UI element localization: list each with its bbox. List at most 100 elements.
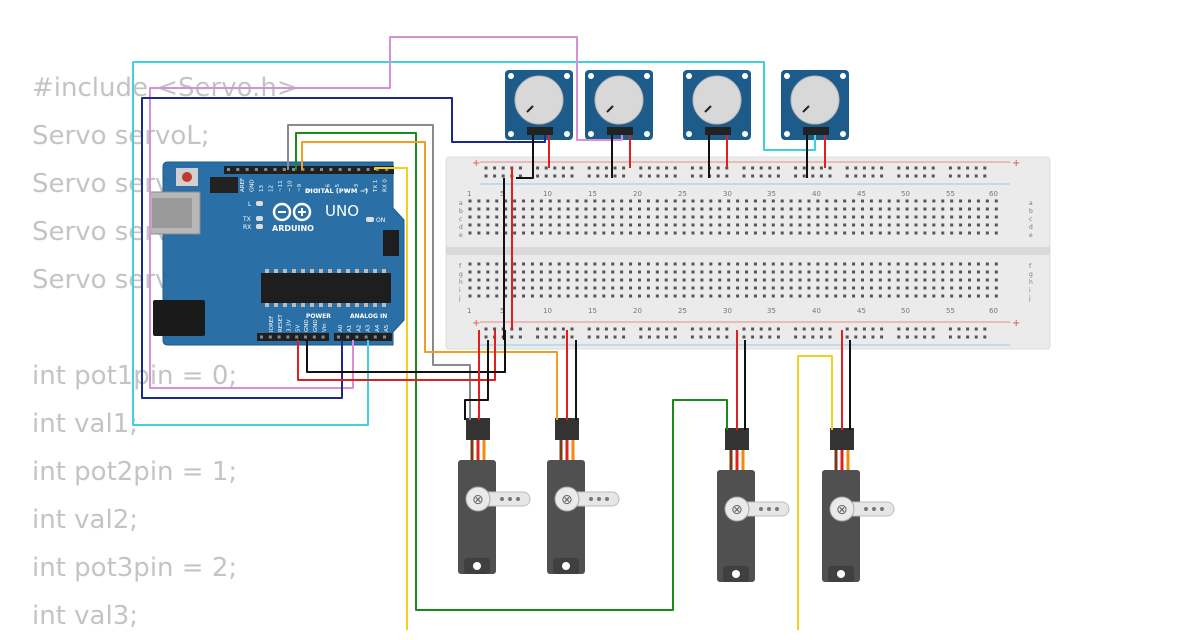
breadboard-hole[interactable]: [718, 270, 722, 274]
breadboard-hole[interactable]: [522, 286, 526, 290]
breadboard-hole[interactable]: [620, 270, 624, 274]
breadboard-hole[interactable]: [611, 294, 615, 298]
breadboard-hole[interactable]: [629, 294, 633, 298]
breadboard-rail-hole[interactable]: [613, 174, 617, 178]
breadboard-hole[interactable]: [655, 286, 659, 290]
breadboard-rail-hole[interactable]: [966, 327, 970, 331]
breadboard-hole[interactable]: [548, 286, 552, 290]
breadboard-rail-hole[interactable]: [768, 166, 772, 170]
breadboard-rail-hole[interactable]: [751, 327, 755, 331]
breadboard-hole[interactable]: [629, 207, 633, 211]
breadboard-hole[interactable]: [700, 278, 704, 282]
breadboard-hole[interactable]: [700, 199, 704, 203]
breadboard-hole[interactable]: [637, 207, 641, 211]
breadboard-hole[interactable]: [664, 223, 668, 227]
breadboard-rail-hole[interactable]: [725, 174, 729, 178]
breadboard-rail-hole[interactable]: [604, 335, 608, 339]
breadboard-hole[interactable]: [522, 294, 526, 298]
breadboard-rail-hole[interactable]: [776, 327, 780, 331]
breadboard-hole[interactable]: [753, 286, 757, 290]
breadboard-hole[interactable]: [718, 207, 722, 211]
breadboard-hole[interactable]: [959, 215, 963, 219]
breadboard-hole[interactable]: [530, 199, 534, 203]
breadboard-hole[interactable]: [486, 278, 490, 282]
breadboard-hole[interactable]: [896, 294, 900, 298]
breadboard-hole[interactable]: [762, 207, 766, 211]
breadboard-hole[interactable]: [522, 223, 526, 227]
header-pin[interactable]: [383, 335, 386, 339]
breadboard-rail-hole[interactable]: [880, 335, 884, 339]
breadboard-hole[interactable]: [869, 286, 873, 290]
breadboard-hole[interactable]: [513, 294, 517, 298]
breadboard-hole[interactable]: [950, 231, 954, 235]
breadboard-hole[interactable]: [914, 294, 918, 298]
wire-black-servo1-gnd[interactable]: [464, 340, 489, 420]
breadboard-hole[interactable]: [513, 215, 517, 219]
breadboard-hole[interactable]: [914, 207, 918, 211]
breadboard-hole[interactable]: [816, 262, 820, 266]
breadboard-hole[interactable]: [789, 270, 793, 274]
breadboard-hole[interactable]: [941, 270, 945, 274]
breadboard-hole[interactable]: [495, 215, 499, 219]
breadboard-rail-hole[interactable]: [613, 166, 617, 170]
breadboard-hole[interactable]: [994, 262, 998, 266]
breadboard-rail-hole[interactable]: [957, 335, 961, 339]
breadboard-hole[interactable]: [664, 231, 668, 235]
breadboard-hole[interactable]: [878, 262, 882, 266]
breadboard-hole[interactable]: [887, 207, 891, 211]
breadboard-hole[interactable]: [584, 223, 588, 227]
breadboard-hole[interactable]: [878, 286, 882, 290]
breadboard-hole[interactable]: [682, 278, 686, 282]
breadboard-rail-hole[interactable]: [596, 166, 600, 170]
breadboard-hole[interactable]: [593, 223, 597, 227]
breadboard-hole[interactable]: [762, 286, 766, 290]
breadboard-rail-hole[interactable]: [974, 174, 978, 178]
breadboard-hole[interactable]: [852, 215, 856, 219]
breadboard-hole[interactable]: [620, 294, 624, 298]
breadboard-hole[interactable]: [976, 262, 980, 266]
breadboard-hole[interactable]: [646, 231, 650, 235]
breadboard-hole[interactable]: [816, 286, 820, 290]
breadboard-hole[interactable]: [727, 286, 731, 290]
breadboard-rail-hole[interactable]: [862, 166, 866, 170]
breadboard-rail-hole[interactable]: [639, 335, 643, 339]
breadboard-rail-hole[interactable]: [811, 166, 815, 170]
breadboard-rail-hole[interactable]: [776, 174, 780, 178]
breadboard-hole[interactable]: [566, 270, 570, 274]
breadboard-hole[interactable]: [691, 294, 695, 298]
breadboard-hole[interactable]: [816, 207, 820, 211]
breadboard-hole[interactable]: [789, 278, 793, 282]
breadboard-hole[interactable]: [771, 207, 775, 211]
breadboard-hole[interactable]: [968, 278, 972, 282]
breadboard-hole[interactable]: [843, 207, 847, 211]
header-pin[interactable]: [338, 168, 342, 171]
breadboard-hole[interactable]: [700, 207, 704, 211]
breadboard-hole[interactable]: [745, 207, 749, 211]
breadboard-hole[interactable]: [539, 223, 543, 227]
breadboard-rail-hole[interactable]: [871, 327, 875, 331]
breadboard-hole[interactable]: [584, 278, 588, 282]
breadboard-hole[interactable]: [745, 215, 749, 219]
breadboard-hole[interactable]: [887, 294, 891, 298]
breadboard-hole[interactable]: [736, 231, 740, 235]
breadboard-rail-hole[interactable]: [665, 327, 669, 331]
breadboard-rail-hole[interactable]: [708, 327, 712, 331]
breadboard-hole[interactable]: [968, 215, 972, 219]
breadboard-hole[interactable]: [593, 207, 597, 211]
breadboard-hole[interactable]: [504, 294, 508, 298]
breadboard-hole[interactable]: [950, 286, 954, 290]
wire-pink-pot2-signal[interactable]: [149, 36, 623, 389]
breadboard-hole[interactable]: [896, 270, 900, 274]
breadboard-rail-hole[interactable]: [751, 166, 755, 170]
breadboard-rail-hole[interactable]: [647, 174, 651, 178]
breadboard-hole[interactable]: [976, 207, 980, 211]
breadboard-rail-hole[interactable]: [690, 166, 694, 170]
header-pin[interactable]: [254, 168, 258, 171]
breadboard-hole[interactable]: [664, 294, 668, 298]
breadboard-rail-hole[interactable]: [794, 335, 798, 339]
breadboard-hole[interactable]: [798, 294, 802, 298]
breadboard-hole[interactable]: [593, 215, 597, 219]
breadboard-hole[interactable]: [655, 294, 659, 298]
breadboard-hole[interactable]: [691, 278, 695, 282]
breadboard-hole[interactable]: [852, 223, 856, 227]
